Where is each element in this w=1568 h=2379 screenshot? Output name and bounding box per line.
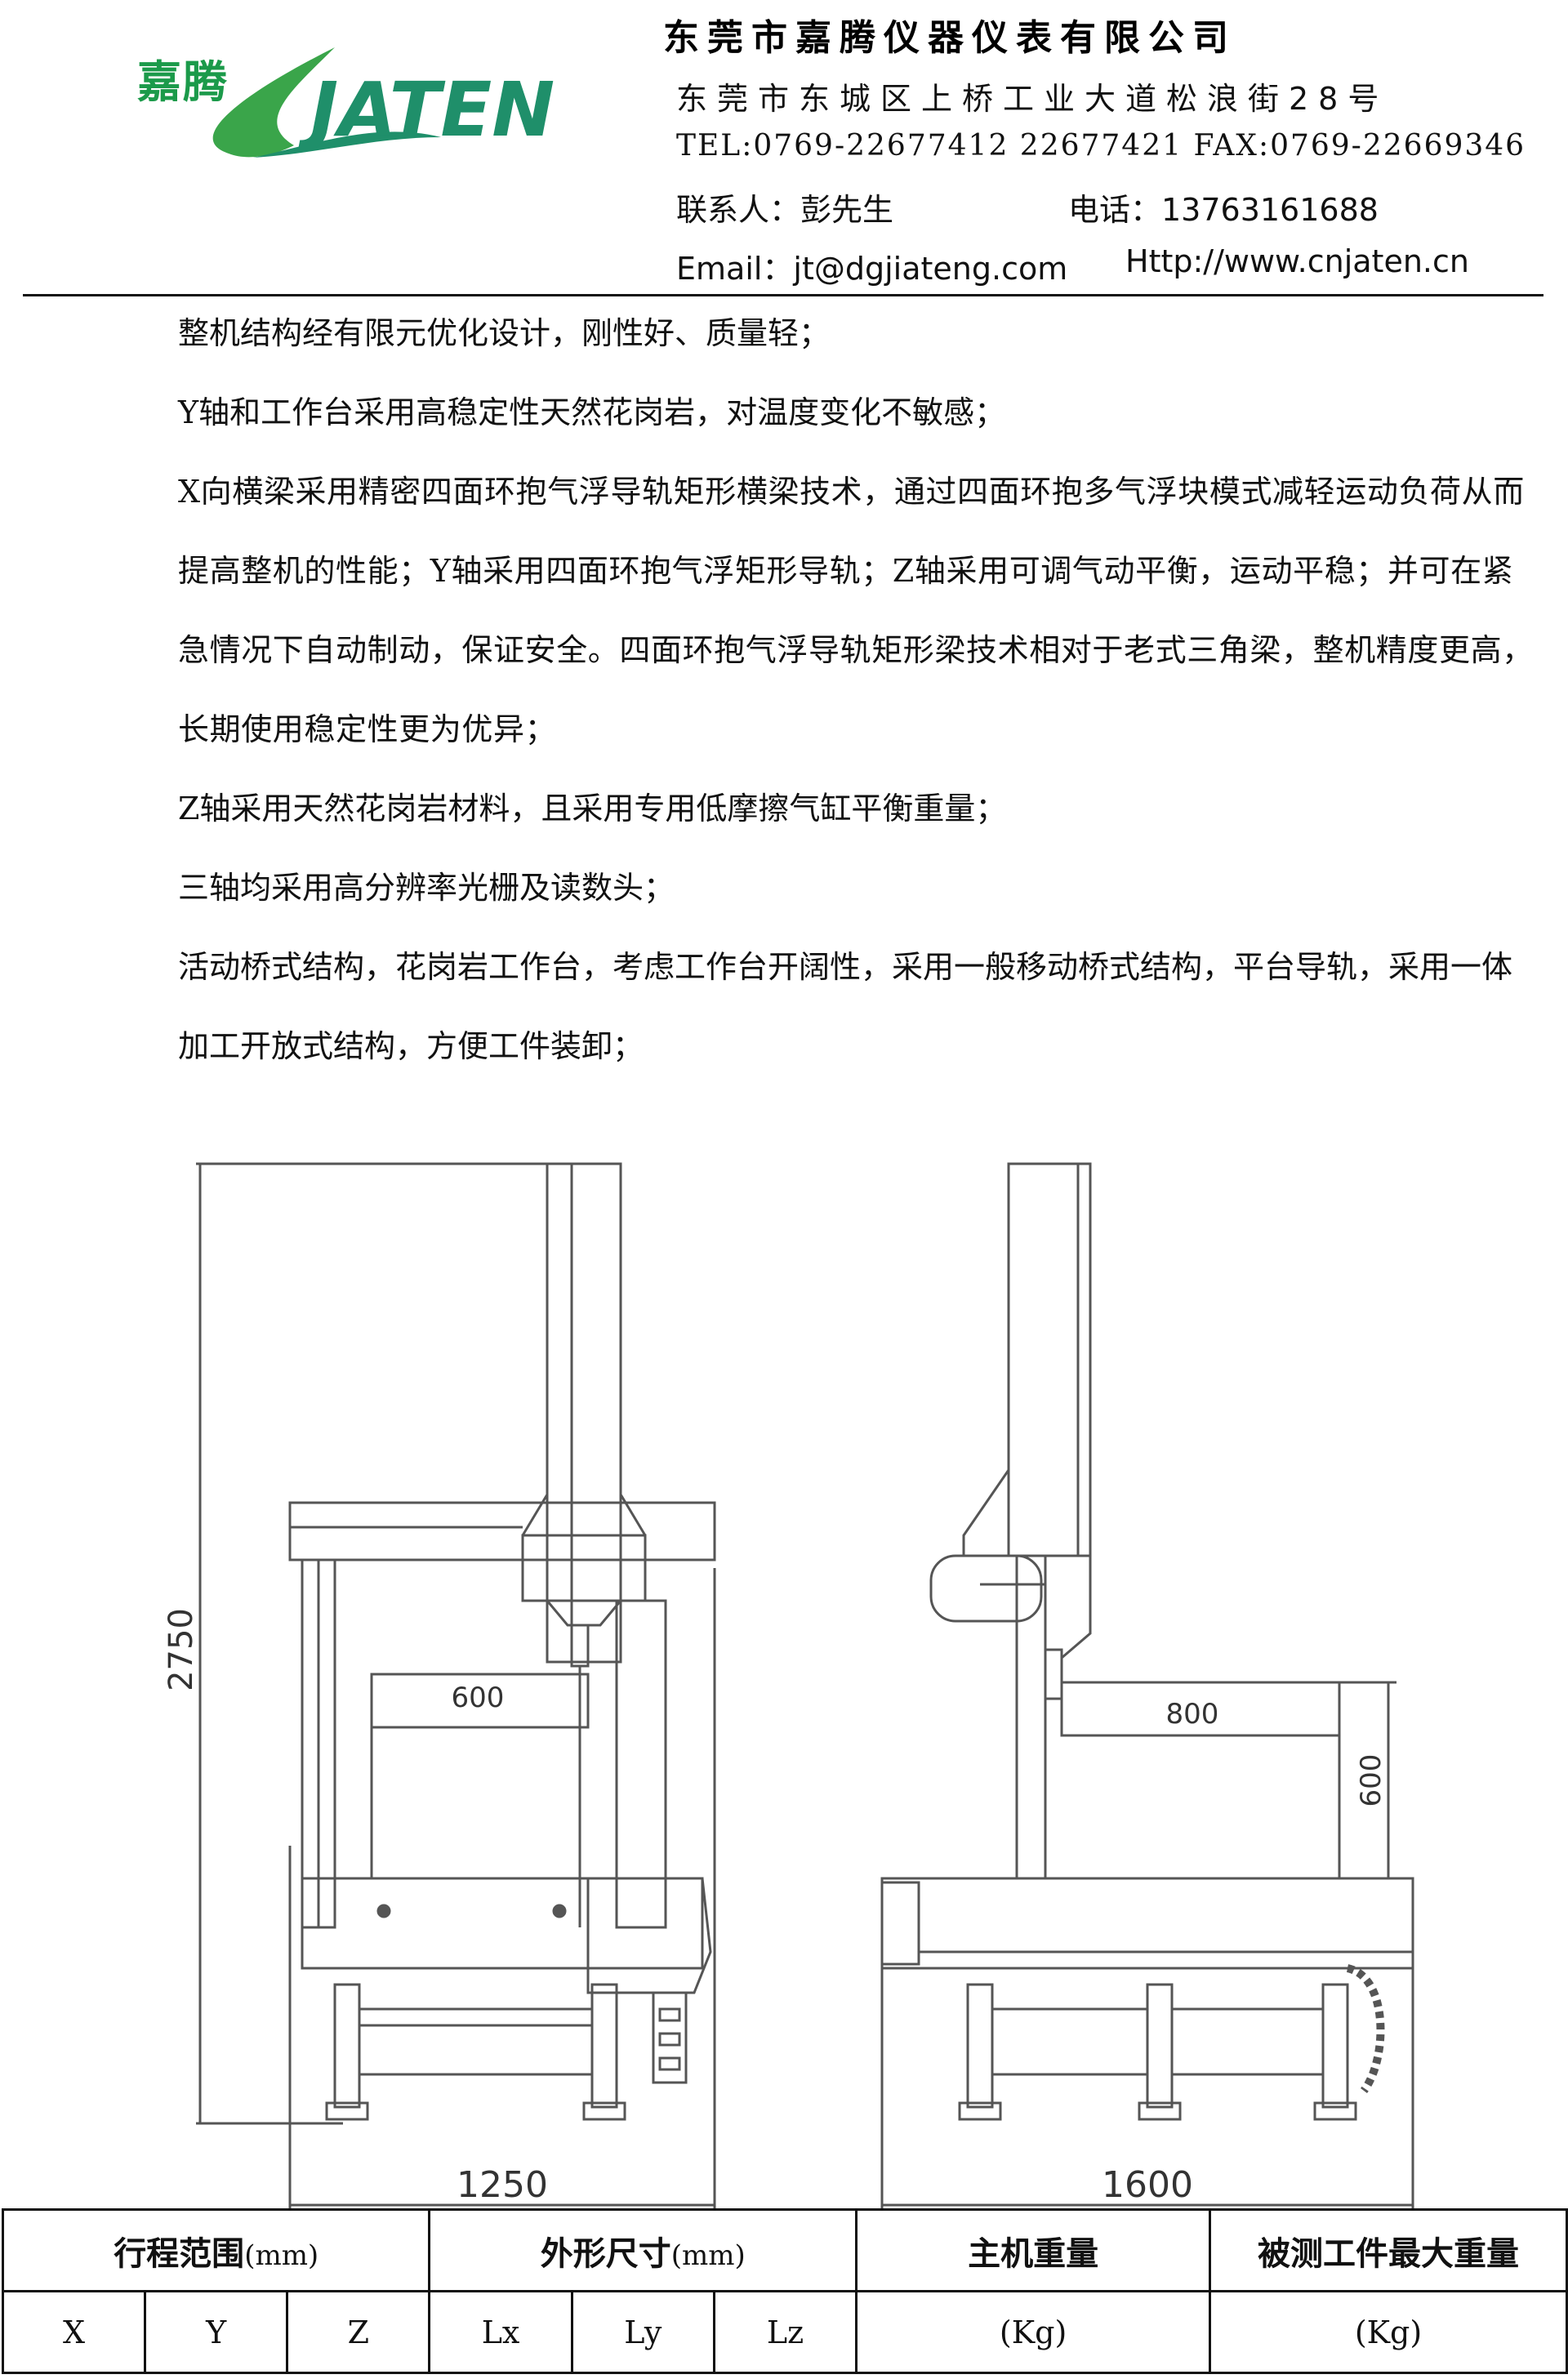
col-y: Y <box>144 2290 289 2374</box>
feature-paragraph: 整机结构经有限元优化设计，刚性好、质量轻； <box>178 315 831 351</box>
company-name: 东莞市嘉腾仪器仪表有限公司 <box>663 17 1236 59</box>
feature-paragraph: 三轴均采用高分辨率光栅及读数头； <box>178 870 675 906</box>
col-lz: Lz <box>712 2290 858 2374</box>
side-view <box>880 1162 1414 2209</box>
side-inner-label: 800 <box>1166 1698 1219 1731</box>
feature-paragraph: Y轴和工作台采用高稳定性天然花岗岩，对温度变化不敏感； <box>178 394 1006 430</box>
company-logo: JATEN 嘉腾 <box>131 15 555 170</box>
col-lx: Lx <box>428 2290 573 2374</box>
logo-swoosh-icon: JATEN <box>212 47 555 158</box>
front-inner-label: 600 <box>452 1682 505 1714</box>
contact-phone: 电话：13763161688 <box>1068 192 1379 228</box>
weight-unit: (Kg) <box>855 2290 1212 2374</box>
spec-table: 行程范围(mm) 外形尺寸(mm) 主机重量 被测工件最大重量 X Y Z Lx… <box>1 2208 1568 2374</box>
machine-weight-header: 主机重量 <box>855 2208 1212 2292</box>
feature-paragraph: Z轴采用天然花岗岩材料，且采用专用低摩擦气缸平衡重量； <box>178 791 1007 826</box>
email-line: Email：jt@dgjiateng.com Http://www.cnjate… <box>676 243 1469 288</box>
contact-person: 联系人：彭先生 <box>676 192 894 228</box>
front-height-label: 2750 <box>163 1608 200 1691</box>
max-weight-unit: (Kg) <box>1209 2290 1568 2374</box>
feature-paragraph: 活动桥式结构，花岗岩工作台，考虑工作台开阔性，采用一般移动桥式结构，平台导轨，采… <box>178 949 1513 1064</box>
logo-cn-text: 嘉腾 <box>137 56 229 108</box>
header-divider <box>23 294 1544 296</box>
logo-en-text: JATEN <box>297 66 555 154</box>
company-address: 东莞市东城区上桥工业大道松浪街28号 <box>676 81 1389 117</box>
front-width-label: 1250 <box>457 2164 548 2206</box>
tel-fax-line: TEL:0769-22677412 22677421 FAX:0769-2266… <box>676 129 1526 163</box>
website-link[interactable]: Http://www.cnjaten.cn <box>1125 243 1469 279</box>
dimensions-header: 外形尺寸(mm) <box>428 2208 858 2292</box>
feature-paragraph: X向横梁采用精密四面环抱气浮导轨矩形横梁技术，通过四面环抱多气浮块模式减轻运动负… <box>178 474 1534 747</box>
contact-line: 联系人：彭先生 电话：13763161688 <box>676 185 1379 229</box>
side-height-label: 600 <box>1355 1754 1388 1807</box>
front-view <box>196 1162 716 2209</box>
travel-range-header: 行程范围(mm) <box>1 2208 431 2292</box>
col-ly: Ly <box>570 2290 715 2374</box>
contact-email: Email：jt@dgjiateng.com <box>676 251 1068 287</box>
machine-drawing: 2750 1250 600 1600 800 600 <box>163 1162 1414 2209</box>
max-workpiece-weight-header: 被测工件最大重量 <box>1209 2208 1568 2292</box>
col-z: Z <box>286 2290 431 2374</box>
side-width-label: 1600 <box>1102 2164 1193 2206</box>
col-x: X <box>1 2290 147 2374</box>
